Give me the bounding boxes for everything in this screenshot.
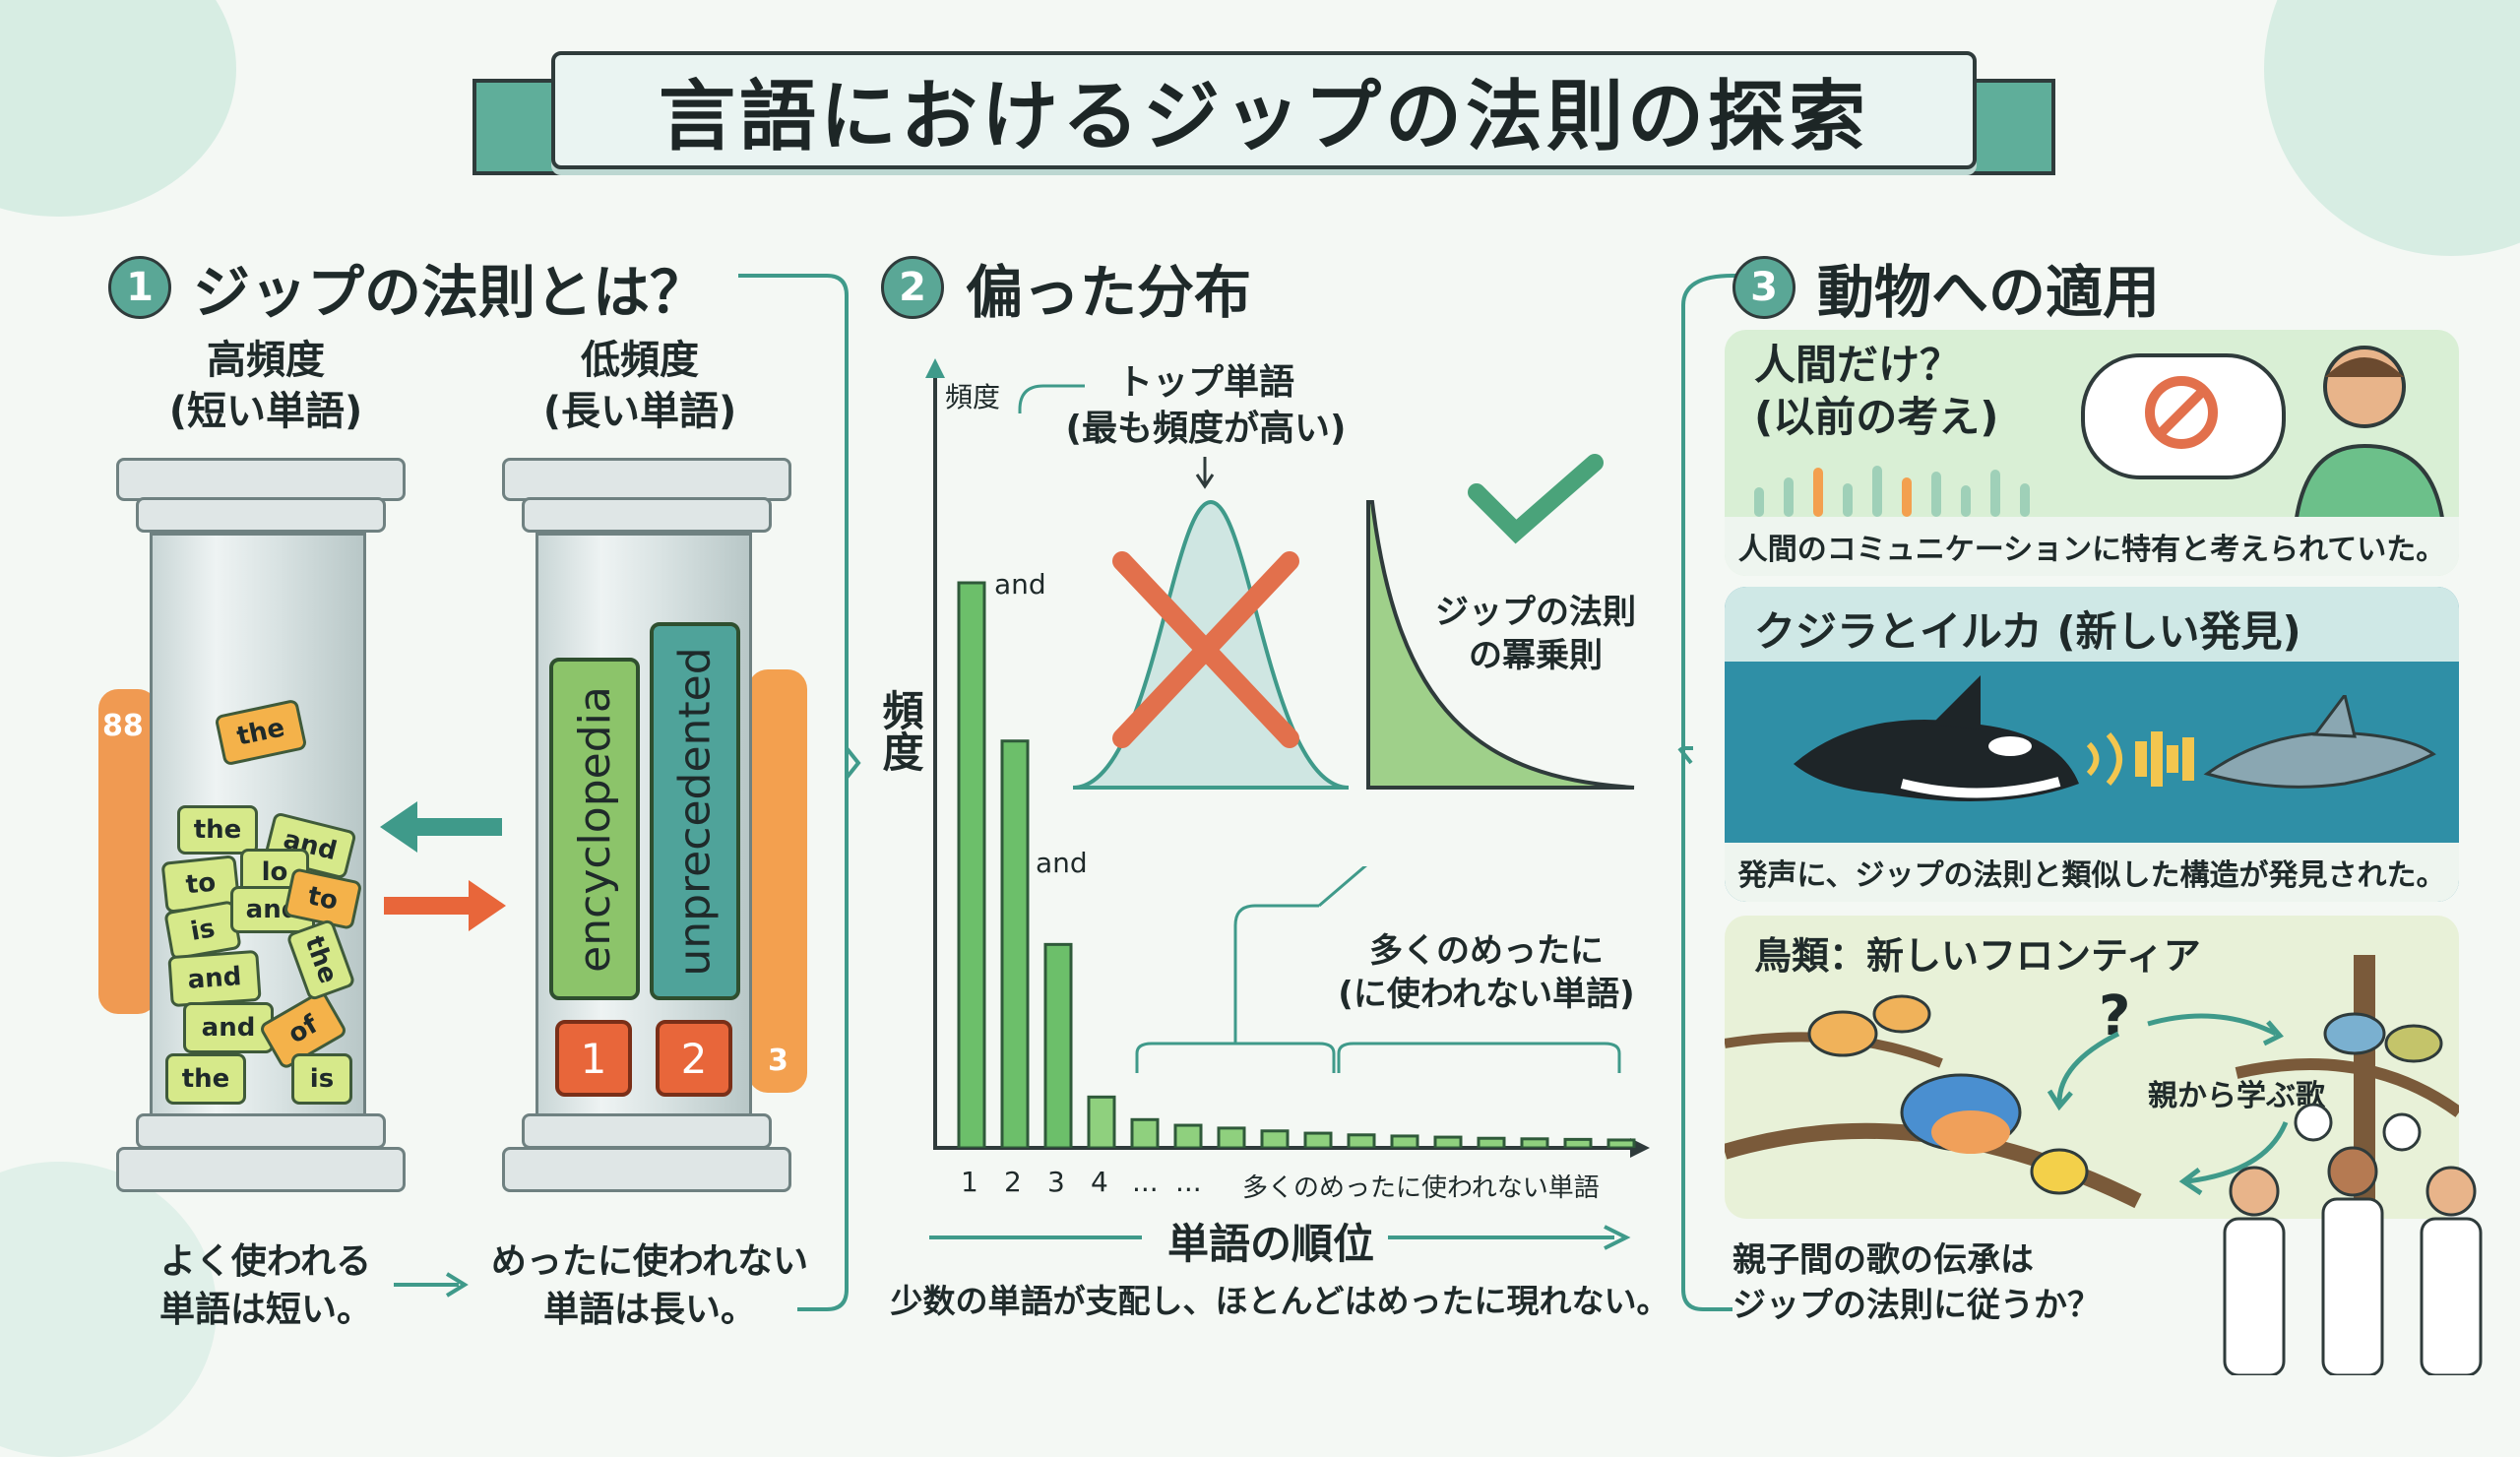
word-card: is — [291, 1053, 352, 1105]
bg-blob-top-right — [2264, 0, 2520, 256]
zipf-label: ジップの法則 の冪乗則 — [1435, 593, 1636, 676]
section3-heading: 3 動物への適用 — [1732, 246, 2160, 329]
section1-number: 1 — [108, 256, 171, 319]
low-freq-label: 低頻度 (長い単語) — [542, 338, 737, 434]
connector-1-2 — [738, 274, 861, 1311]
bar-rank-16 — [1606, 1138, 1636, 1148]
x-tick: 4 — [1091, 1166, 1108, 1198]
bar-rank-9 — [1303, 1131, 1333, 1148]
pillar-short-words — [116, 458, 406, 1216]
connector-2-3 — [1677, 274, 1752, 1311]
bar-rank-6 — [1173, 1123, 1203, 1148]
x-axis-arrow — [929, 1225, 1631, 1250]
y-top-label: 頻度 — [945, 381, 1001, 413]
x-tick: ... — [1175, 1166, 1202, 1198]
card-whales-dolphins: クジラとイルカ (新しい発見) 発声に、ジップの法則と類似した構造が発見された。 — [1725, 587, 2459, 902]
card-humans-only: 人間だけ？ (以前の考え) 人間のコミュニケーションに特有と考えられていた。 — [1725, 330, 2459, 576]
bell-curve-rejected — [1072, 499, 1350, 790]
sound-bars — [1754, 466, 2030, 517]
card1-title: 人間だけ？ (以前の考え) — [1754, 341, 1999, 441]
top-word-label: トップ単語 (最も頻度が高い) — [1065, 362, 1347, 449]
long-word-text: unprecedented — [669, 646, 721, 977]
caption-short-words: よく使われる 単語は短い。 — [158, 1241, 372, 1330]
section3-number: 3 — [1732, 256, 1796, 319]
bar-rank-13 — [1477, 1136, 1506, 1148]
bar-label-3: and — [1036, 847, 1088, 879]
section2-heading: 2 偏った分布 — [881, 246, 1251, 329]
bird-icons — [1807, 994, 2443, 1195]
bg-blob-top-left — [0, 0, 236, 217]
word-card: and — [183, 1002, 274, 1053]
bar-rank-3 — [1043, 942, 1073, 1148]
side-number-right: 3 — [768, 1044, 788, 1078]
long-word-card: encyclopedia — [549, 658, 640, 1000]
orca-icon — [1794, 675, 2079, 801]
bar-rank-10 — [1347, 1133, 1376, 1148]
bar-rank-1 — [957, 581, 986, 1148]
rare-words-bracket — [1135, 866, 1621, 1073]
learning-arrows — [2047, 1013, 2289, 1196]
long-word-text: encyclopedia — [569, 685, 620, 973]
dolphin-icon — [2203, 695, 2436, 789]
x-tail-label: 多くのめったに使われない単語 — [1242, 1173, 1600, 1203]
y-axis-label: 頻度 — [876, 689, 924, 772]
bar-rank-12 — [1433, 1135, 1463, 1148]
word-card: and — [167, 949, 262, 1008]
page-title: 言語におけるジップの法則の探索 — [658, 73, 1869, 161]
title-banner: 言語におけるジップの法則の探索 — [551, 51, 1977, 169]
card2-header — [1725, 587, 2459, 662]
section3-title: 動物への適用 — [1817, 259, 2161, 326]
card2-title: クジラとイルカ (新しい発見) — [1754, 607, 2301, 656]
bar-rank-2 — [1000, 739, 1030, 1148]
scientists-icon — [2223, 1103, 2483, 1375]
x-tick: 2 — [1004, 1166, 1022, 1198]
orange-backdrop-right — [748, 669, 807, 1093]
high-freq-label: 高頻度 (短い単語) — [168, 338, 363, 434]
bar-rank-4 — [1087, 1095, 1116, 1148]
prohibited-icon — [2145, 376, 2218, 449]
x-axis-label: 単語の順位 — [1167, 1220, 1375, 1268]
bar-rank-11 — [1390, 1134, 1419, 1148]
caption-arrow — [394, 1272, 469, 1298]
word-card: the — [165, 1053, 246, 1105]
bar-rank-5 — [1130, 1117, 1160, 1148]
long-word-rank: 1 — [555, 1020, 632, 1097]
side-number-left: 88 — [102, 709, 144, 743]
section2-number: 2 — [881, 256, 944, 319]
section1-heading: 1 ジップの法則とは？ — [108, 246, 707, 329]
card1-caption: 人間のコミュニケーションに特有と考えられていた。 — [1725, 517, 2459, 576]
top-word-pointer — [1018, 384, 1215, 489]
bar-rank-15 — [1563, 1137, 1593, 1148]
card2-caption: 発声に、ジップの法則と類似した構造が発見された。 — [1725, 843, 2459, 902]
pillar-long-words — [502, 458, 791, 1216]
rare-words-label: 多くのめったに (に使われない単語) — [1338, 931, 1635, 1015]
power-law-curve — [1366, 454, 1635, 790]
x-tick: 3 — [1047, 1166, 1065, 1198]
speech-bubble — [2081, 353, 2286, 479]
long-word-card: unprecedented — [650, 622, 740, 1000]
x-tick: ... — [1132, 1166, 1159, 1198]
caption-long-words: めったに使われない 単語は長い。 — [490, 1241, 809, 1330]
bar-rank-14 — [1520, 1137, 1549, 1148]
section3-caption: 親子間の歌の伝承は ジップの法則に従うか？ — [1732, 1240, 2101, 1325]
bar-rank-7 — [1217, 1126, 1246, 1148]
section2-title: 偏った分布 — [966, 259, 1252, 326]
song-bubble: 親から学ぶ歌 — [2148, 1079, 2325, 1113]
bar-label-2: and — [994, 568, 1046, 601]
bar-rank-8 — [1260, 1129, 1290, 1148]
orange-backdrop-left — [98, 689, 158, 1014]
x-tick: 1 — [961, 1166, 978, 1198]
word-card: the — [177, 805, 258, 855]
long-word-rank: 2 — [656, 1020, 732, 1097]
card3-title: 鳥類：新しいフロンティア — [1754, 934, 2201, 978]
section1-title: ジップの法則とは？ — [193, 259, 708, 326]
sound-waves — [2086, 731, 2194, 787]
section2-caption: 少数の単語が支配し、ほとんどはめったに現れない。 — [890, 1282, 1670, 1320]
swap-arrows — [380, 801, 506, 931]
person-icon — [2293, 346, 2446, 525]
